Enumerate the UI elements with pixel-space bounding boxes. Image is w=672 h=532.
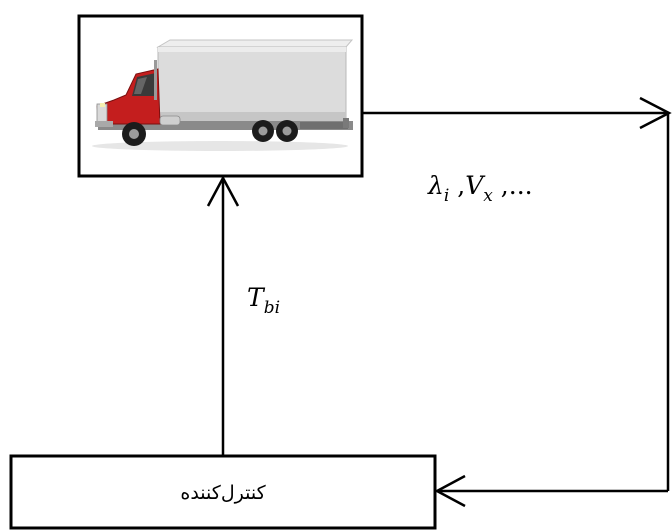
feedback-signal-label: λi ,Vx ,... [427,171,533,206]
controller-label: کنترل‌کننده [180,482,266,504]
controller-block: کنترل‌کننده [9,454,437,530]
truck-cargo [157,46,347,122]
control-input-arrow [206,175,240,456]
truck-icon [92,39,354,151]
output-arrow [362,96,672,130]
plant-block [77,14,364,178]
controller-box [9,454,437,530]
control-input-label: Tbi [247,283,280,318]
feedback-arrow [434,474,668,508]
